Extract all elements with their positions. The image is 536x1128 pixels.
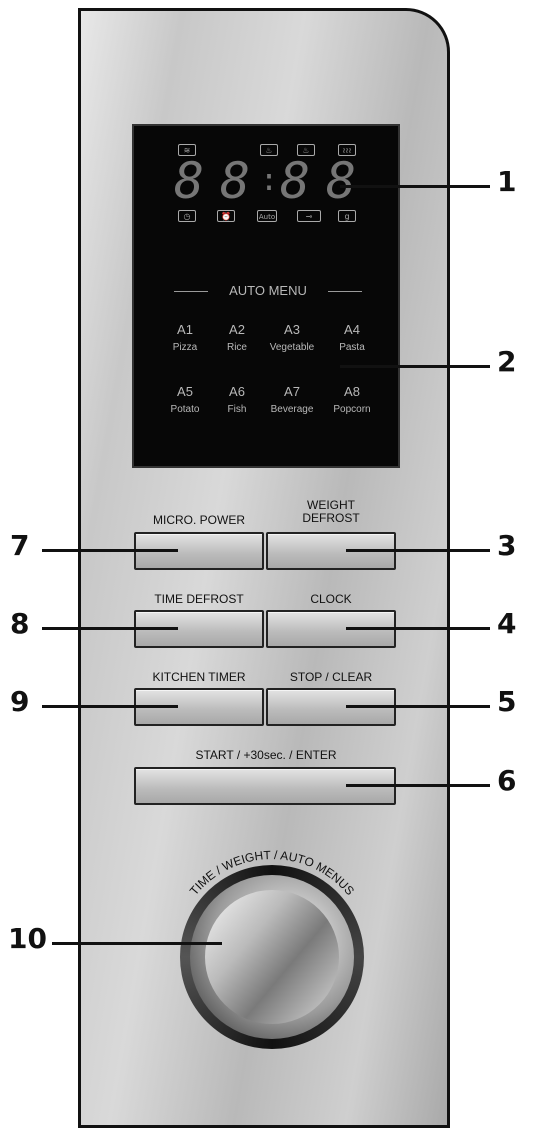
time-defrost-button[interactable] [134, 610, 264, 648]
menu-code: A2 [229, 322, 245, 337]
weight-defrost-label-line2: DEFROST [302, 511, 360, 525]
display-digit: 8 [220, 152, 250, 210]
display-digit: 8 [280, 152, 310, 210]
menu-code: A1 [177, 322, 193, 337]
callout-number: 9 [10, 685, 30, 718]
weight-defrost-label-line1: WEIGHT [307, 498, 355, 512]
callout-line [346, 549, 490, 552]
time-defrost-label: TIME DEFROST [154, 592, 244, 606]
callout-number: 1 [497, 165, 517, 198]
clock-label: CLOCK [310, 592, 352, 606]
lock-icon: ⊸ [297, 210, 321, 222]
callout-line [42, 549, 178, 552]
divider [174, 291, 208, 292]
clock-icon: ◷ [178, 210, 196, 222]
callout-number: 2 [497, 345, 517, 378]
lcd-display: ≋ ♨ ♨ ≀≀≀ 8 8 : 8 8 ◷ ⏰ Auto ⊸ g AUTO ME… [132, 124, 400, 468]
menu-code: A7 [284, 384, 300, 399]
display-digit: 8 [326, 152, 356, 210]
menu-name: Beverage [270, 404, 314, 415]
combi-2-icon: ♨ [297, 144, 315, 156]
menu-code: A5 [177, 384, 193, 399]
display-colon: : [260, 163, 278, 198]
menu-name: Fish [227, 404, 247, 415]
callout-number: 3 [497, 529, 517, 562]
menu-name: Popcorn [333, 404, 371, 415]
stop-clear-label: STOP / CLEAR [289, 670, 373, 684]
micro-power-label: MICRO. POWER [153, 513, 245, 527]
menu-name: Potato [170, 404, 200, 415]
callout-number: 7 [10, 529, 30, 562]
menu-name: Vegetable [269, 342, 315, 353]
display-digit: 8 [174, 152, 204, 210]
grill-icon: ≀≀≀ [338, 144, 356, 156]
menu-name: Pizza [172, 342, 198, 353]
menu-code: A4 [344, 322, 360, 337]
callout-line [346, 784, 490, 787]
timer-icon: ⏰ [217, 210, 235, 222]
callout-line [346, 705, 490, 708]
callout-number: 8 [10, 607, 30, 640]
callout-number: 5 [497, 685, 517, 718]
microwave-icon: ≋ [178, 144, 196, 156]
dial-knob-center[interactable] [205, 890, 339, 1024]
start-label: START / +30sec. / ENTER [195, 748, 337, 762]
callout-number: 6 [497, 764, 517, 797]
callout-line [42, 627, 178, 630]
auto-icon: Auto [257, 210, 277, 222]
menu-name: Rice [226, 342, 247, 353]
menu-code: A6 [229, 384, 245, 399]
callout-line [52, 942, 222, 945]
menu-name: Pasta [339, 342, 365, 353]
callout-line [340, 185, 490, 188]
callout-line [346, 627, 490, 630]
menu-code: A8 [344, 384, 360, 399]
menu-code: A3 [284, 322, 300, 337]
weight-defrost-label: WEIGHT DEFROST [268, 499, 394, 525]
auto-menu-title: AUTO MENU [229, 283, 307, 298]
callout-number: 4 [497, 607, 517, 640]
callout-line [340, 365, 490, 368]
combi-1-icon: ♨ [260, 144, 278, 156]
callout-number: 10 [8, 922, 47, 955]
weight-icon: g [338, 210, 356, 222]
divider [328, 291, 362, 292]
callout-line [42, 705, 178, 708]
kitchen-timer-label: KITCHEN TIMER [152, 670, 246, 684]
